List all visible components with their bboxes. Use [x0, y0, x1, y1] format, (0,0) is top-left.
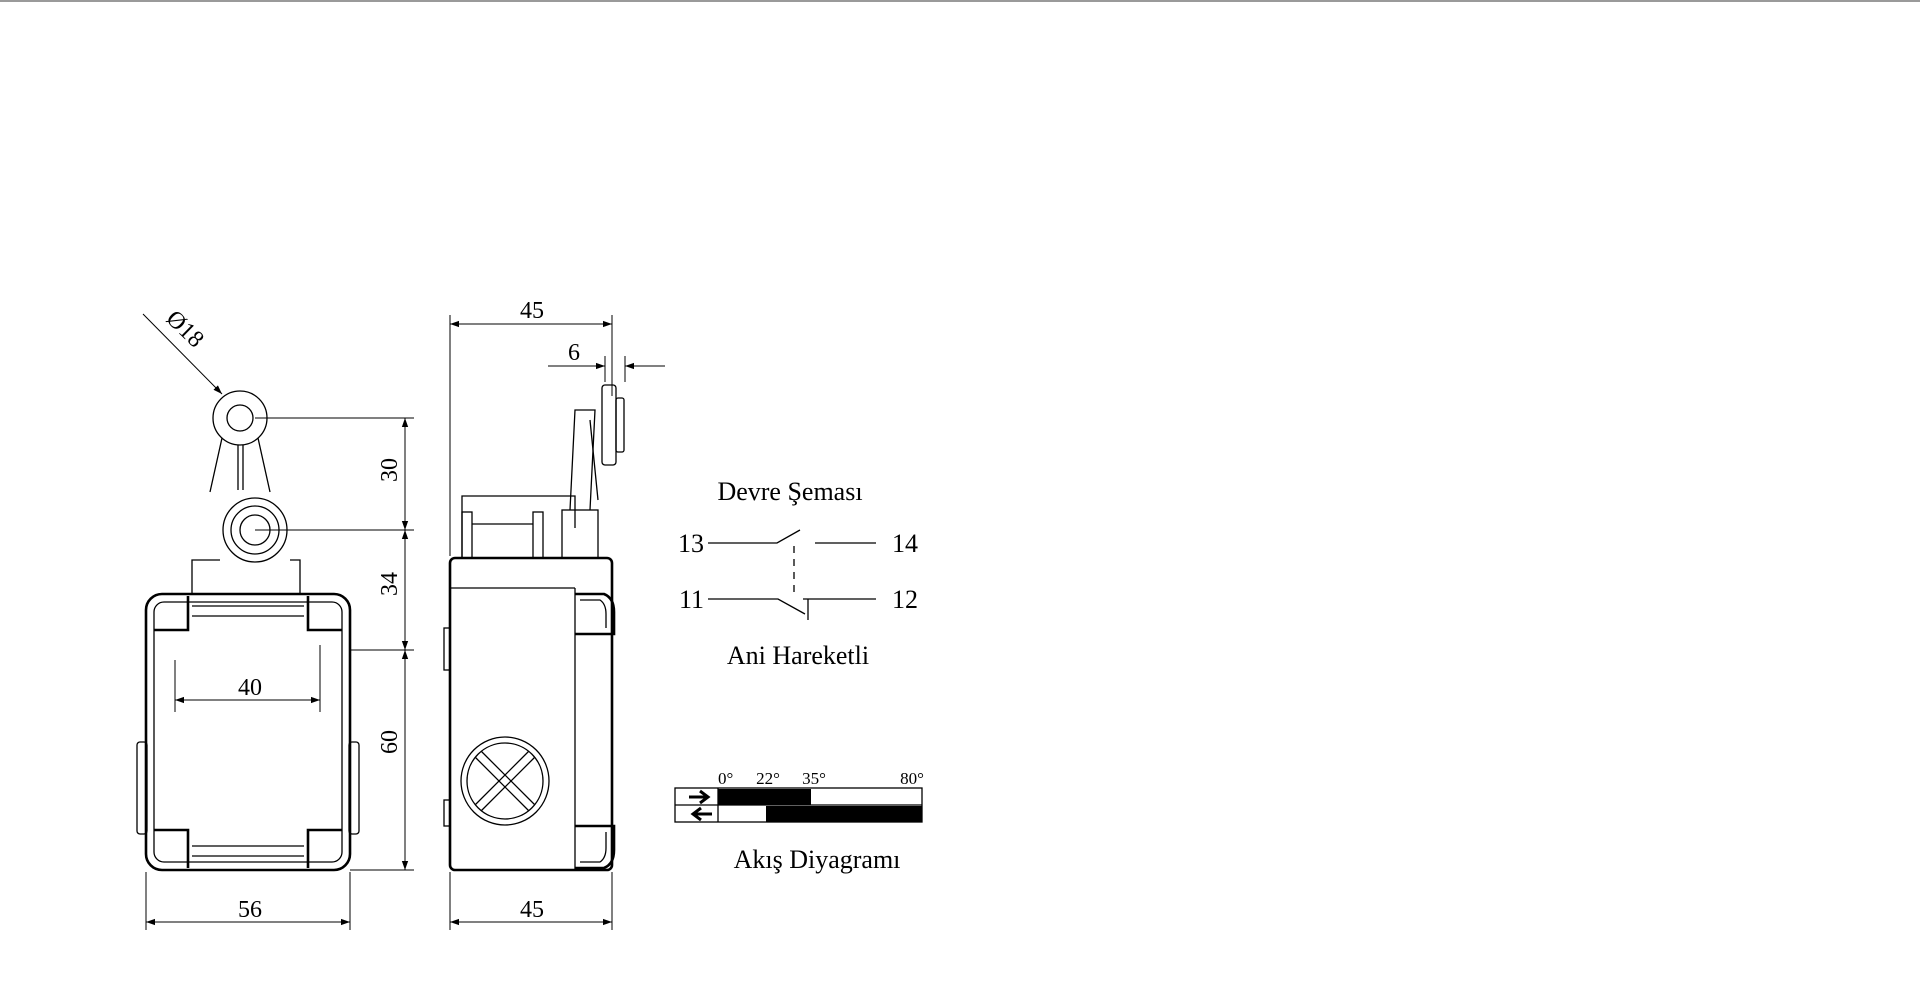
terminal-13: 13: [678, 529, 704, 558]
circuit-caption: Ani Hareketli: [727, 641, 869, 670]
dim-height-top: 30: [377, 458, 403, 482]
dim-side-width-top: 45: [520, 298, 544, 324]
front-view: [136, 313, 360, 930]
dim-side-width-bottom: 45: [520, 897, 544, 923]
terminal-12: 12: [892, 585, 918, 614]
flow-closed-forward: [718, 789, 811, 805]
arrow-left-icon: [690, 806, 712, 822]
flow-closed-return: [766, 806, 922, 822]
top-rule: [0, 0, 1920, 2]
diameter-label: Ø18: [161, 306, 209, 353]
labels: Ø18 30 34 60 40 56 45 6 45 Devre Şeması …: [161, 298, 924, 923]
arrow-right-icon: [689, 789, 711, 805]
angle-80: 80°: [900, 769, 924, 788]
angle-0: 0°: [718, 769, 733, 788]
dim-roller-width: 6: [568, 340, 580, 366]
flow-diagram: [674, 787, 923, 823]
vertical-dimensions: [255, 417, 414, 871]
flow-caption: Akış Diyagramı: [734, 845, 901, 874]
terminal-11: 11: [679, 585, 704, 614]
circuit-title: Devre Şeması: [717, 477, 862, 506]
angle-22: 22°: [756, 769, 780, 788]
dim-height-mid: 34: [377, 572, 403, 596]
angle-35: 35°: [802, 769, 826, 788]
dim-height-body: 60: [377, 730, 403, 754]
circuit-diagram: [708, 529, 876, 620]
dim-inner-width: 40: [238, 675, 262, 701]
terminal-14: 14: [892, 529, 918, 558]
side-view: [443, 315, 665, 930]
dim-front-width: 56: [238, 897, 262, 923]
